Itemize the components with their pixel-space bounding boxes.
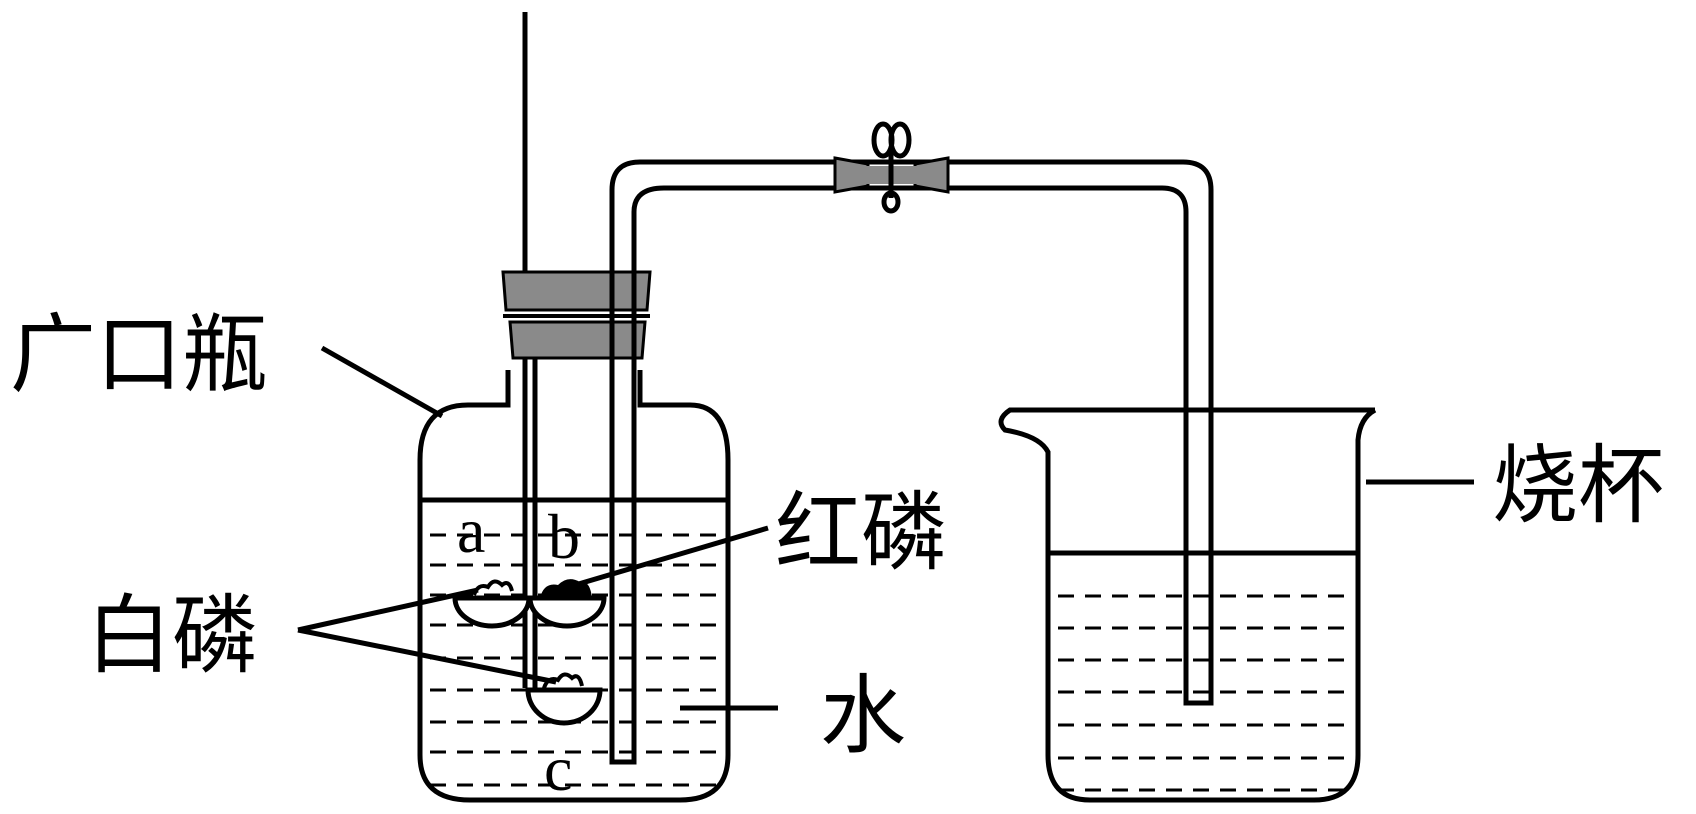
label-a: a [457, 495, 485, 566]
label-red-phosphorus: 红磷 [775, 483, 947, 583]
leader-white-phosphorus-c [297, 627, 557, 685]
label-beaker: 烧杯 [1492, 436, 1664, 536]
dish-a [452, 579, 532, 629]
rubber-stopper [501, 270, 652, 360]
dish-c [525, 672, 603, 726]
label-white-phosphorus: 白磷 [86, 586, 258, 686]
label-water: 水 [820, 666, 906, 766]
leader-white-phosphorus-a [297, 587, 479, 633]
wide-mouth-bottle [417, 370, 731, 803]
label-b: b [548, 501, 580, 572]
leader-red-phosphorus [564, 525, 769, 591]
clamp [833, 121, 950, 214]
connecting-tube [609, 159, 1214, 765]
label-wide-mouth-bottle: 广口瓶 [10, 305, 268, 405]
label-c: c [544, 733, 572, 804]
leader-bottle [320, 345, 444, 419]
beaker-water [1048, 550, 1358, 792]
